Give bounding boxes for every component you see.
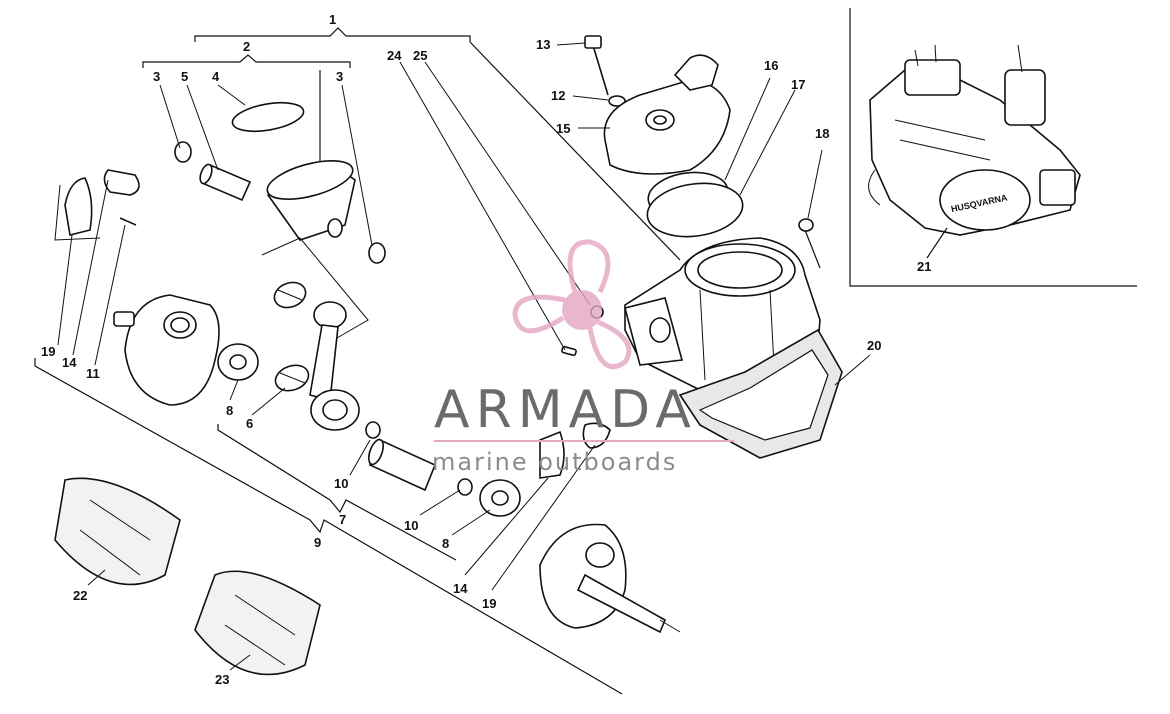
- label-7: 7: [339, 512, 346, 527]
- assembled-engine-drawing: HUSQVARNA: [868, 44, 1081, 259]
- bag-22: [54, 477, 181, 586]
- label-20: 20: [867, 338, 881, 353]
- connecting-rod: [309, 301, 360, 431]
- label-19-right: 19: [482, 596, 496, 611]
- cylinder-stud: [804, 229, 821, 269]
- nut-18: [798, 218, 814, 232]
- balance-plugs: [54, 169, 611, 479]
- label-23: 23: [215, 672, 229, 687]
- crankpin: [368, 438, 437, 492]
- piston: [266, 160, 356, 241]
- piston-assembly: [174, 101, 386, 264]
- small-end-bearing: [273, 281, 307, 309]
- grouping-brackets: [34, 27, 681, 695]
- label-3-right: 3: [336, 69, 343, 84]
- engine-inset: HUSQVARNA: [849, 8, 1137, 287]
- label-17: 17: [791, 77, 805, 92]
- label-16: 16: [764, 58, 778, 73]
- washer-10b: [457, 478, 473, 496]
- head-oring-17: [646, 182, 744, 238]
- watermark-subtitle: marine outboards: [432, 448, 678, 476]
- washer-10a: [365, 421, 381, 439]
- base-gasket: [678, 328, 843, 459]
- label-1: 1: [329, 12, 336, 27]
- label-8-right: 8: [442, 536, 449, 551]
- label-21: 21: [917, 259, 931, 274]
- label-9: 9: [314, 535, 321, 550]
- label-14-left: 14: [62, 355, 77, 370]
- label-10-lower: 10: [404, 518, 418, 533]
- label-4: 4: [212, 69, 220, 84]
- bag-23: [194, 570, 321, 676]
- connecting-rod-assembly: [261, 237, 369, 431]
- label-14-right: 14: [453, 581, 468, 596]
- big-end-bearing: [274, 364, 310, 392]
- part-number-labels: 1 2 3 5 4 3 24 25 13 12 15 16 17 18 20 2…: [41, 12, 931, 687]
- leader-lines: [57, 42, 871, 671]
- crankshaft-left-half: [113, 294, 220, 406]
- watermark-title: ARMADA: [434, 380, 697, 440]
- label-2: 2: [243, 39, 250, 54]
- circlip-left: [174, 141, 192, 163]
- label-5: 5: [181, 69, 188, 84]
- label-19-left: 19: [41, 344, 55, 359]
- label-18: 18: [815, 126, 829, 141]
- label-15: 15: [556, 121, 570, 136]
- circlip-right: [368, 242, 386, 264]
- label-10-upper: 10: [334, 476, 348, 491]
- label-22: 22: [73, 588, 87, 603]
- label-12: 12: [551, 88, 565, 103]
- piston-pin: [199, 163, 252, 202]
- piston-ring: [231, 101, 305, 133]
- thrust-washer-left: [217, 343, 259, 381]
- label-11: 11: [86, 366, 100, 381]
- cylinder: [624, 237, 821, 393]
- watermark-divider: [434, 440, 734, 442]
- watermark-propeller-logo: [512, 239, 632, 370]
- thrust-washer-right: [479, 479, 521, 517]
- label-3-left: 3: [153, 69, 160, 84]
- cylinder-head-assembly: [584, 35, 731, 175]
- label-13: 13: [536, 37, 550, 52]
- label-8-left: 8: [226, 403, 233, 418]
- label-24: 24: [387, 48, 402, 63]
- label-25: 25: [413, 48, 427, 63]
- crankshaft-right-half: [539, 523, 681, 634]
- label-6: 6: [246, 416, 253, 431]
